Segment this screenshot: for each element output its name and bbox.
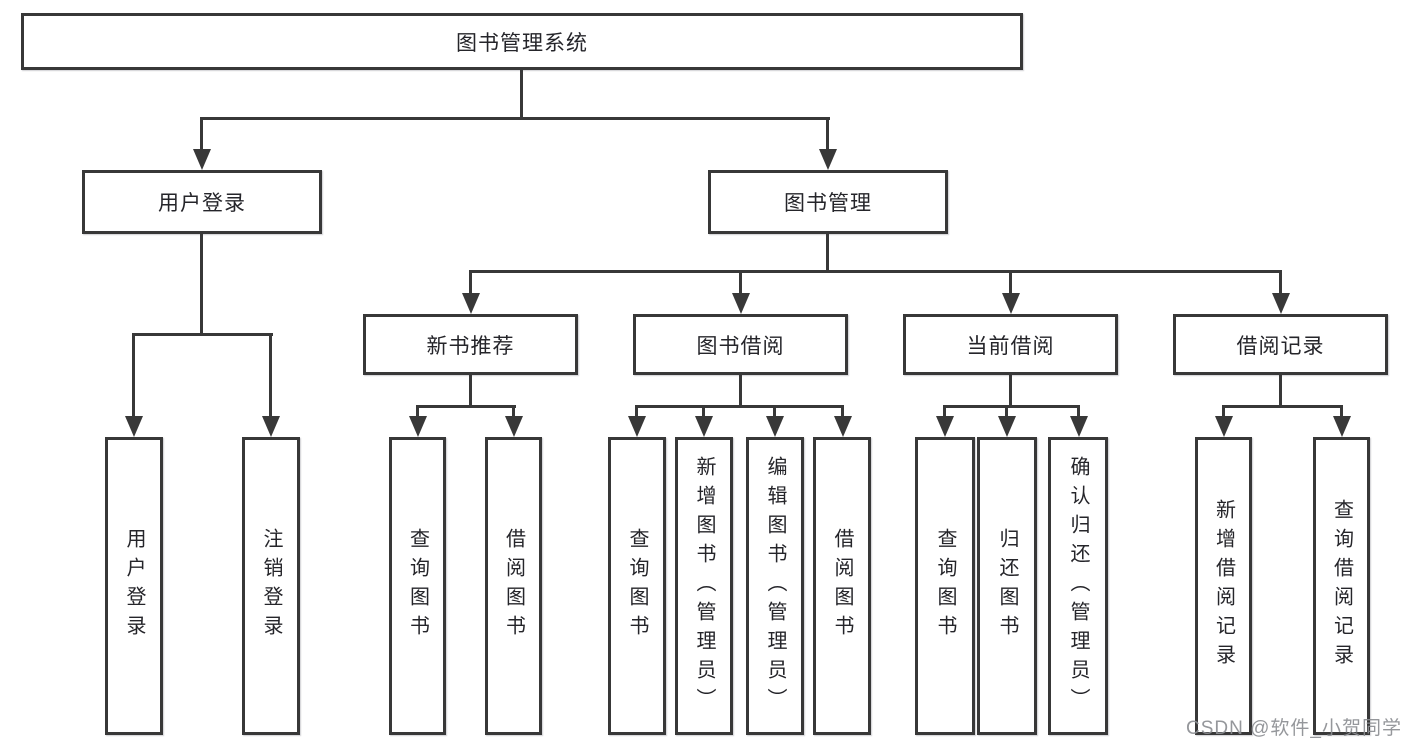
connector-line [1222,405,1343,408]
connector-line [773,405,776,419]
node-label: 图书管理 [784,192,872,215]
node-root: 图书管理系统 [21,13,1023,70]
node-label: 编辑图书（管理员） [764,455,786,717]
connector-line [739,270,742,296]
csdn-watermark: CSDN @软件_小贺同学 [1186,718,1402,739]
arrow-down-icon [1002,293,1020,314]
connector-line [469,375,472,408]
leaf-recommend-query-book: 查询图书 [389,437,446,735]
connector-line [635,405,638,419]
connector-line [520,69,523,120]
arrow-down-icon [936,416,954,437]
node-label: 用户登录 [123,528,145,644]
arrow-down-icon [628,416,646,437]
arrow-down-icon [834,416,852,437]
node-label: 注销登录 [260,528,282,644]
node-label: 图书借阅 [696,334,785,358]
leaf-logout: 注销登录 [242,437,300,735]
node-label: 查询图书 [626,528,648,644]
arrow-down-icon [1070,416,1088,437]
leaf-borrow-query-book: 查询图书 [608,437,666,735]
arrow-down-icon [125,416,143,437]
arrow-down-icon [819,149,837,170]
node-new-book-recommend: 新书推荐 [363,314,578,375]
leaf-add-book-admin: 新增图书（管理员） [675,437,733,735]
connector-line [132,333,135,419]
leaf-confirm-return-admin: 确认归还（管理员） [1048,437,1108,735]
arrow-down-icon [1333,416,1351,437]
arrow-down-icon [998,416,1016,437]
connector-line [469,270,1282,273]
connector-line [469,270,472,296]
connector-line [1009,375,1012,408]
connector-line [1340,405,1343,419]
arrow-down-icon [505,416,523,437]
node-current-borrow: 当前借阅 [903,314,1118,375]
connector-line [512,405,515,419]
connector-line [635,405,844,408]
arrow-down-icon [766,416,784,437]
node-label: 借阅图书 [502,528,525,644]
leaf-query-borrow-record: 查询借阅记录 [1313,437,1370,735]
arrow-down-icon [193,149,211,170]
connector-line [702,405,705,419]
leaf-user-login: 用户登录 [105,437,163,735]
connector-line [826,234,829,273]
leaf-edit-book-admin: 编辑图书（管理员） [746,437,804,735]
node-label: 新增图书（管理员） [693,455,715,717]
node-label: 确认归还（管理员） [1067,455,1089,717]
node-label: 借阅记录 [1236,334,1325,358]
node-book-borrow: 图书借阅 [633,314,848,375]
leaf-borrow-book: 借阅图书 [813,437,871,735]
leaf-recommend-borrow-book: 借阅图书 [485,437,542,735]
leaf-add-borrow-record: 新增借阅记录 [1195,437,1252,735]
connector-line [416,405,516,408]
node-label: 归还图书 [996,528,1018,644]
arrow-down-icon [462,293,480,314]
connector-line [1279,375,1282,408]
node-label: 新增借阅记录 [1212,499,1235,673]
connector-line [132,333,273,336]
node-label: 图书管理系统 [456,31,588,55]
connector-line [1077,405,1080,419]
node-book-management: 图书管理 [708,170,948,234]
connector-line [200,117,203,152]
arrow-down-icon [1215,416,1233,437]
arrow-down-icon [1272,293,1290,314]
node-borrow-records: 借阅记录 [1173,314,1388,375]
arrow-down-icon [732,293,750,314]
node-label: 查询图书 [934,528,956,644]
connector-line [1005,405,1008,419]
connector-line [1222,405,1225,419]
connector-line [416,405,419,419]
connector-line [943,405,946,419]
leaf-current-query-book: 查询图书 [915,437,975,735]
node-label: 当前借阅 [966,334,1055,358]
connector-line [1009,270,1012,296]
connector-line [841,405,844,419]
connector-line [943,405,1080,408]
arrow-down-icon [409,416,427,437]
connector-line [739,375,742,408]
node-label: 查询借阅记录 [1330,499,1353,673]
node-label: 用户登录 [158,192,246,215]
leaf-return-book: 归还图书 [977,437,1037,735]
arrow-down-icon [695,416,713,437]
connector-line [826,117,829,152]
connector-line [1279,270,1282,296]
arrow-down-icon [262,416,280,437]
node-label: 新书推荐 [426,334,515,358]
node-label: 借阅图书 [831,528,853,644]
node-user-login: 用户登录 [82,170,322,234]
connector-line [200,117,830,120]
connector-line [200,234,203,336]
node-label: 查询图书 [406,528,429,644]
connector-line [269,333,272,419]
